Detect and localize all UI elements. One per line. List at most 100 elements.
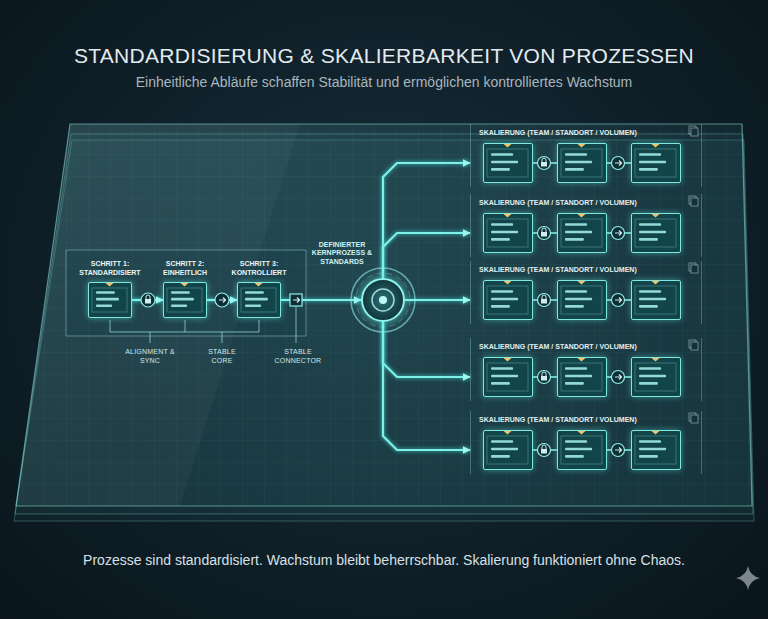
- arrow-icon: [612, 444, 625, 457]
- inner-frame: [167, 288, 202, 312]
- row-link: [625, 376, 632, 378]
- lock-body: [541, 449, 547, 454]
- inner-frame: [241, 288, 276, 312]
- row-link: [533, 376, 538, 378]
- lock-shackle: [542, 372, 546, 376]
- process-box: [631, 280, 681, 320]
- text-bar: [491, 375, 518, 378]
- lock-body: [541, 162, 547, 167]
- box-glyph: [484, 144, 531, 181]
- process-box: [631, 213, 681, 253]
- box-glyph: [558, 358, 605, 395]
- panel: [16, 124, 752, 506]
- process-box: [557, 357, 607, 397]
- notch: [504, 144, 512, 148]
- notch: [652, 144, 660, 148]
- connector: [383, 163, 470, 278]
- text-bar: [639, 298, 666, 301]
- lock-shackle: [542, 445, 546, 449]
- box-glyph: [632, 144, 679, 181]
- hub-dot: [379, 296, 387, 304]
- lock-body: [541, 232, 547, 237]
- process-box: [483, 357, 533, 397]
- process-box: SCHRITT 2: EINHEITLICH: [163, 282, 207, 318]
- process-box: [483, 143, 533, 183]
- icon-ring: [538, 371, 551, 384]
- text-bar: [491, 238, 510, 241]
- lock-shackle: [542, 228, 546, 232]
- hub-ring: [351, 268, 415, 332]
- text-bar: [491, 231, 518, 234]
- connector-square: [290, 294, 302, 306]
- text-bar: [565, 375, 592, 378]
- arrow-icon: [215, 293, 229, 307]
- lock-icon: [538, 294, 551, 307]
- hub-glyph: [363, 280, 403, 320]
- text-bar: [491, 305, 510, 308]
- text-bar: [491, 290, 513, 293]
- text-bar: [639, 290, 661, 293]
- process-box: [483, 280, 533, 320]
- text-bar: [639, 153, 661, 156]
- icon-ring: [612, 294, 625, 307]
- row-link: [551, 162, 558, 164]
- text-bar: [491, 223, 513, 226]
- process-box: [557, 430, 607, 470]
- step-heading: SCHRITT 3: KONTROLLIERT: [223, 260, 295, 277]
- inner-frame: [635, 219, 676, 247]
- arrow-icon: [612, 371, 625, 384]
- inner-frame: [561, 436, 602, 464]
- text-bar: [639, 161, 666, 164]
- box-glyph: [164, 283, 205, 316]
- process-box: [557, 213, 607, 253]
- lock-icon: [538, 371, 551, 384]
- icon-ring: [612, 444, 625, 457]
- copy-icon: [691, 342, 698, 350]
- inner-frame: [635, 149, 676, 177]
- connector-label: ALIGNMENT & SYNC: [119, 348, 181, 365]
- text-bar: [565, 153, 587, 156]
- text-bar: [565, 290, 587, 293]
- box-glyph: [558, 214, 605, 251]
- notch: [504, 431, 512, 435]
- process-box: SCHRITT 1: STANDARDISIERT: [88, 282, 132, 318]
- row-link: [551, 376, 558, 378]
- notch: [578, 431, 586, 435]
- watermark-star: [736, 566, 760, 590]
- text-bar: [171, 304, 187, 307]
- text-bar: [491, 440, 513, 443]
- icon-ring: [538, 294, 551, 307]
- text-bar: [491, 161, 518, 164]
- step-heading: SCHRITT 1: STANDARDISIERT: [74, 260, 146, 277]
- text-bar: [491, 367, 513, 370]
- inner-frame: [635, 363, 676, 391]
- copy-icon: [691, 265, 698, 273]
- arrow-icon: [612, 294, 625, 307]
- lock-shackle: [542, 295, 546, 299]
- scaling-row: SKALIERUNG (TEAM / STANDORT / VOLUMEN): [470, 411, 702, 474]
- hub-circle: DEFINIERTER KERNPROZESS & STANDARDS: [361, 278, 405, 322]
- inner-frame: [561, 149, 602, 177]
- arrow-icon: [612, 227, 625, 240]
- box-glyph: [632, 214, 679, 251]
- icon-ring: [538, 157, 551, 170]
- arrow-icon: [612, 157, 625, 170]
- text-bar: [565, 298, 592, 301]
- text-bar: [639, 305, 658, 308]
- box-glyph: [484, 281, 531, 318]
- text-bar: [639, 440, 661, 443]
- lock-icon: [538, 444, 551, 457]
- arrow-glyph: [615, 231, 622, 236]
- icon-ring: [538, 227, 551, 240]
- inner-frame: [487, 286, 528, 314]
- row-link: [625, 449, 632, 451]
- process-box: [483, 213, 533, 253]
- icon-ring: [612, 371, 625, 384]
- row-link: [607, 449, 612, 451]
- scaling-row: SKALIERUNG (TEAM / STANDORT / VOLUMEN): [470, 194, 702, 257]
- row-link: [607, 299, 612, 301]
- box-glyph: [632, 358, 679, 395]
- hub-ring: [356, 273, 410, 327]
- text-bar: [565, 161, 592, 164]
- notch: [578, 358, 586, 362]
